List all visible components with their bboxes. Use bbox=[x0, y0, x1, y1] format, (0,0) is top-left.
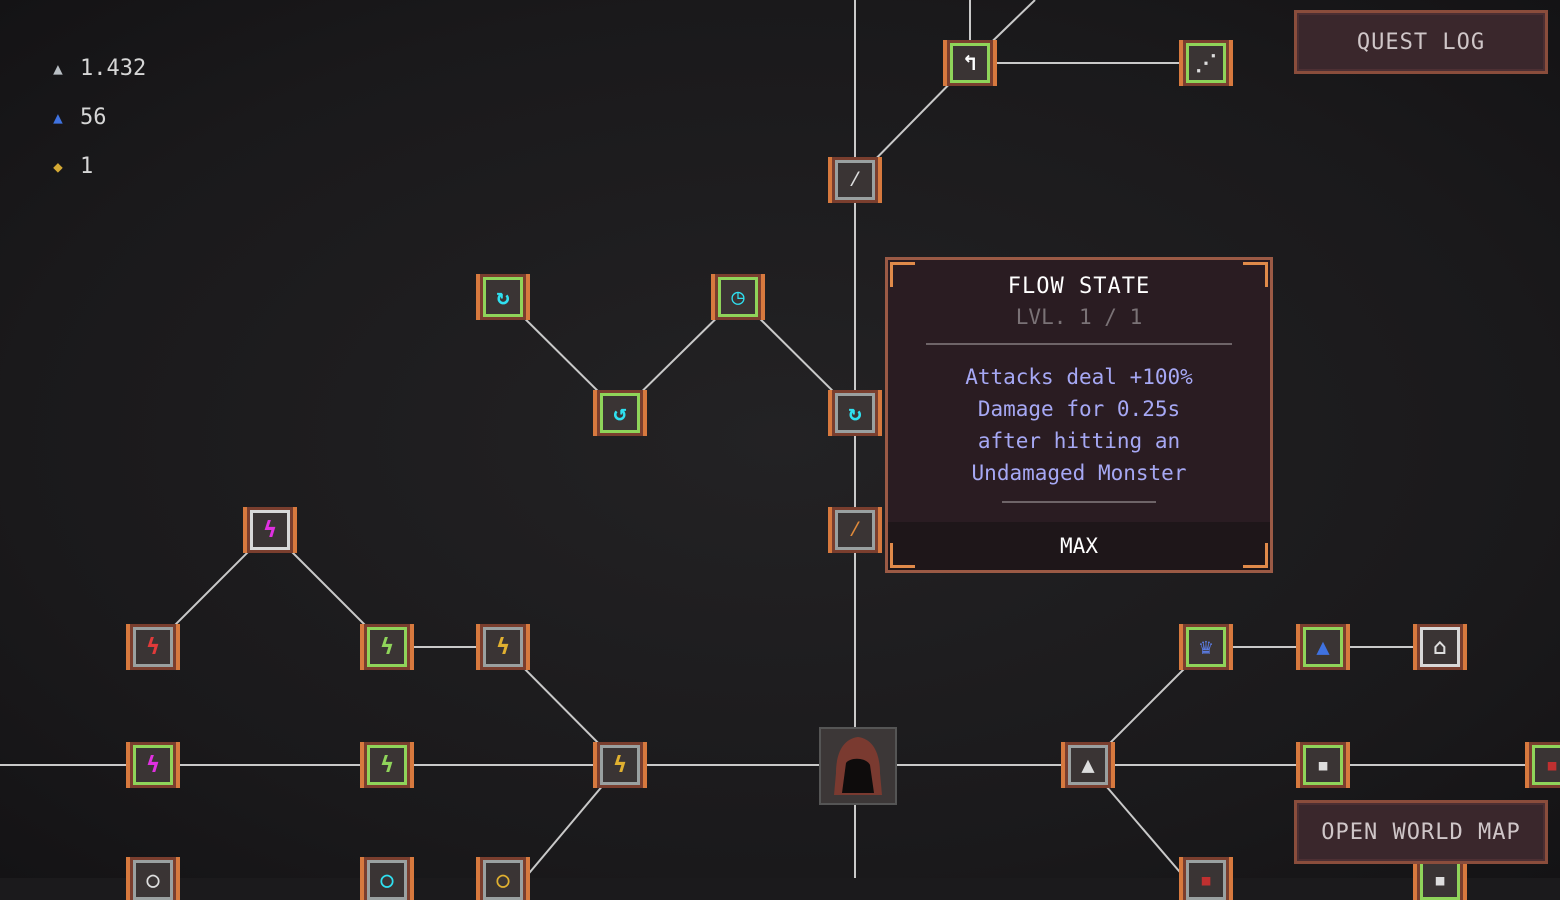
skill-node[interactable]: ▲ bbox=[1303, 627, 1343, 667]
gold-gem-icon: ◆ bbox=[53, 157, 63, 176]
magenta-bolt-icon: ϟ bbox=[146, 752, 160, 778]
divider bbox=[926, 343, 1232, 345]
skill-node[interactable]: ▪ bbox=[1420, 860, 1460, 900]
skill-node[interactable]: ▲ bbox=[1068, 745, 1108, 785]
skill-node[interactable]: ϟ bbox=[367, 627, 407, 667]
locked-icon: ▪ bbox=[1433, 867, 1447, 893]
skill-node[interactable]: ⁄ bbox=[835, 510, 875, 550]
yellow-lightning-icon: ϟ bbox=[496, 634, 510, 660]
skill-description: Attacks deal +100% Damage for 0.25s afte… bbox=[888, 361, 1270, 489]
skill-title: FLOW STATE bbox=[1007, 274, 1151, 299]
chest-icon: ▪ bbox=[1316, 752, 1330, 778]
tooltip-corner bbox=[890, 262, 915, 287]
locked-icon: ○ bbox=[496, 867, 510, 893]
open-world-map-button[interactable]: OPEN WORLD MAP bbox=[1294, 800, 1548, 864]
resource-gold: ◆1 bbox=[48, 142, 146, 191]
skill-node[interactable]: ↻ bbox=[835, 393, 875, 433]
character-hub-node[interactable] bbox=[819, 727, 897, 805]
clock-icon: ◷ bbox=[731, 284, 745, 310]
soul-icon: ▲ bbox=[1081, 752, 1095, 778]
red-node-icon: ▪ bbox=[1545, 752, 1559, 778]
skill-node[interactable]: ⌂ bbox=[1420, 627, 1460, 667]
locked-icon: ○ bbox=[146, 867, 160, 893]
sparkle-icon: ⋰ bbox=[1195, 50, 1217, 76]
tooltip-corner bbox=[890, 543, 915, 568]
blade-icon: ⁄ bbox=[848, 167, 862, 192]
resource-counters: ▲1.432 ▲56 ◆1 bbox=[48, 44, 146, 191]
skill-node[interactable]: ▪ bbox=[1303, 745, 1343, 785]
gold-count: 1 bbox=[80, 154, 94, 179]
blue-count: 56 bbox=[80, 105, 107, 130]
blue-soul-icon: ▲ bbox=[53, 108, 63, 127]
skill-level: LVL. 1 / 1 bbox=[1015, 305, 1143, 329]
tooltip-corner bbox=[1243, 543, 1268, 568]
divider bbox=[1002, 501, 1156, 503]
skill-node[interactable]: ϟ bbox=[367, 745, 407, 785]
skill-node[interactable]: ϟ bbox=[133, 627, 173, 667]
skill-node[interactable]: ↺ bbox=[600, 393, 640, 433]
brush-icon: ⁄ bbox=[848, 517, 862, 542]
background bbox=[0, 0, 1560, 878]
red-lightning-icon: ϟ bbox=[146, 634, 160, 660]
tooltip-corner bbox=[1243, 262, 1268, 287]
quest-log-button[interactable]: QUEST LOG bbox=[1294, 10, 1548, 74]
skill-node[interactable]: ⁄ bbox=[835, 160, 875, 200]
skill-node[interactable]: ○ bbox=[133, 860, 173, 900]
description-line: Damage for 0.25s bbox=[977, 397, 1181, 421]
description-line: after hitting an bbox=[977, 429, 1181, 453]
hook-icon: ↰ bbox=[963, 50, 977, 76]
description-line: Attacks deal +100% bbox=[965, 365, 1193, 389]
description-line: Undamaged Monster bbox=[971, 461, 1187, 485]
silver-soul-icon: ▲ bbox=[53, 59, 63, 78]
skill-status: MAX bbox=[888, 522, 1270, 570]
resource-silver: ▲ 1.432 bbox=[48, 44, 146, 93]
skill-node[interactable]: ◷ bbox=[718, 277, 758, 317]
skill-node[interactable]: ↰ bbox=[950, 43, 990, 83]
skill-node[interactable]: ϟ bbox=[250, 510, 290, 550]
helm-icon: ♛ bbox=[1199, 634, 1213, 660]
skill-node[interactable]: ϟ bbox=[483, 627, 523, 667]
skill-node[interactable]: ○ bbox=[483, 860, 523, 900]
hooded-figure-icon bbox=[834, 737, 882, 795]
skill-node[interactable]: ϟ bbox=[133, 745, 173, 785]
skill-node[interactable]: ⋰ bbox=[1186, 43, 1226, 83]
green-lightning-icon: ϟ bbox=[380, 634, 394, 660]
skill-node[interactable]: ▪ bbox=[1532, 745, 1560, 785]
skill-node[interactable]: ○ bbox=[367, 860, 407, 900]
skill-node[interactable]: ▪ bbox=[1186, 860, 1226, 900]
skill-node[interactable]: ♛ bbox=[1186, 627, 1226, 667]
skill-node[interactable]: ↻ bbox=[483, 277, 523, 317]
swirl-icon: ↺ bbox=[613, 400, 627, 426]
swirl-icon: ↻ bbox=[496, 284, 510, 310]
yellow-bolt-icon: ϟ bbox=[613, 752, 627, 778]
skill-node[interactable]: ϟ bbox=[600, 745, 640, 785]
blue-soul-icon: ▲ bbox=[1316, 634, 1330, 660]
flow-state-icon: ↻ bbox=[848, 400, 862, 426]
silver-count: 1.432 bbox=[80, 56, 147, 81]
locked-icon: ▪ bbox=[1199, 867, 1213, 893]
locked-icon: ○ bbox=[380, 867, 394, 893]
arch-icon: ⌂ bbox=[1433, 634, 1447, 660]
green-bolt-icon: ϟ bbox=[380, 752, 394, 778]
skill-tooltip: FLOW STATE LVL. 1 / 1 Attacks deal +100%… bbox=[885, 257, 1273, 573]
magenta-lightning-icon: ϟ bbox=[263, 517, 277, 543]
resource-blue: ▲ 56 bbox=[48, 93, 146, 142]
